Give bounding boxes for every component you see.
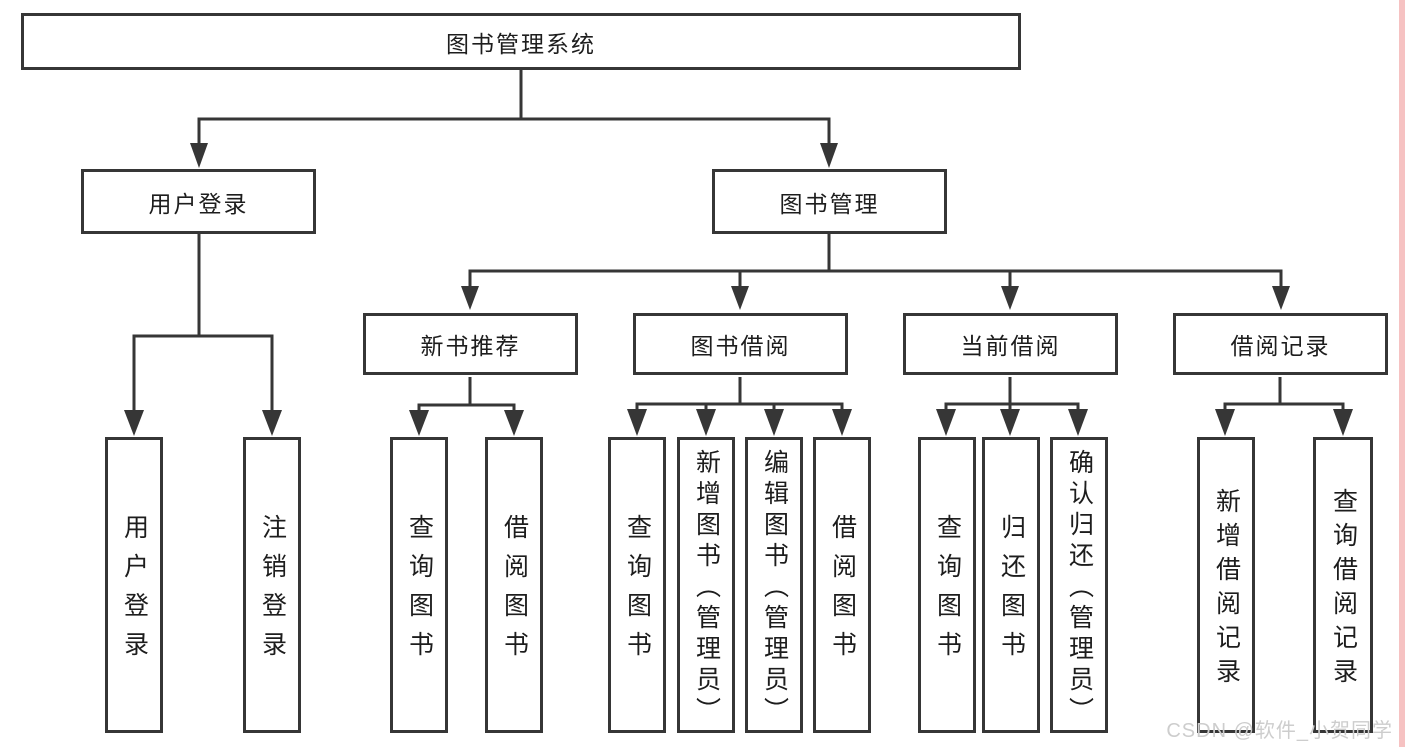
leaf-label: 注销登录	[258, 514, 287, 670]
leaf-label: 借阅图书	[500, 514, 529, 670]
leaf-edit-books-admin: 编辑图书（管理员）	[745, 437, 803, 733]
leaf-return-books: 归还图书	[982, 437, 1040, 733]
leaf-confirm-return-admin: 确认归还（管理员）	[1050, 437, 1108, 733]
node-label: 图书管理	[779, 190, 880, 217]
leaf-add-books-admin: 新增图书（管理员）	[677, 437, 735, 733]
leaf-label: 用户登录	[120, 514, 149, 670]
leaf-label: 查询图书	[933, 514, 962, 670]
watermark: CSDN @软件_小贺同学	[1166, 720, 1393, 742]
leaf-query-books-borrowing: 查询图书	[608, 437, 666, 733]
leaf-label: 确认归还（管理员）	[1065, 448, 1094, 728]
leaf-query-borrow-record: 查询借阅记录	[1313, 437, 1373, 733]
node-book-management: 图书管理	[712, 169, 947, 234]
leaf-add-borrow-record: 新增借阅记录	[1197, 437, 1255, 733]
leaf-label: 查询图书	[623, 514, 652, 670]
node-new-book-recommendation: 新书推荐	[363, 313, 578, 375]
arrowheads	[124, 143, 1353, 436]
node-label: 当前借阅	[960, 333, 1061, 359]
node-label: 图书借阅	[690, 333, 791, 359]
right-edge-strip	[1399, 0, 1405, 747]
leaf-label: 新增图书（管理员）	[692, 448, 721, 728]
node-current-borrowing: 当前借阅	[903, 313, 1118, 375]
leaf-logout: 注销登录	[243, 437, 301, 733]
leaf-label: 新增借阅记录	[1212, 487, 1241, 692]
node-label: 借阅记录	[1230, 333, 1331, 359]
leaf-label: 借阅图书	[828, 514, 857, 670]
node-label: 新书推荐	[420, 333, 521, 359]
leaf-user-login: 用户登录	[105, 437, 163, 733]
leaf-borrow-books-borrowing: 借阅图书	[813, 437, 871, 733]
node-label: 用户登录	[148, 190, 249, 217]
leaf-query-books-recommend: 查询图书	[390, 437, 448, 733]
leaf-label: 编辑图书（管理员）	[760, 448, 789, 728]
leaf-label: 查询借阅记录	[1329, 487, 1358, 692]
node-user-login: 用户登录	[81, 169, 316, 234]
leaf-query-books-current: 查询图书	[918, 437, 976, 733]
node-label: 图书管理系统	[446, 30, 596, 57]
node-book-borrowing: 图书借阅	[633, 313, 848, 375]
leaf-borrow-books-recommend: 借阅图书	[485, 437, 543, 733]
leaf-label: 归还图书	[997, 514, 1026, 670]
node-library-system: 图书管理系统	[21, 13, 1021, 70]
node-borrowing-records: 借阅记录	[1173, 313, 1388, 375]
leaf-label: 查询图书	[405, 514, 434, 670]
